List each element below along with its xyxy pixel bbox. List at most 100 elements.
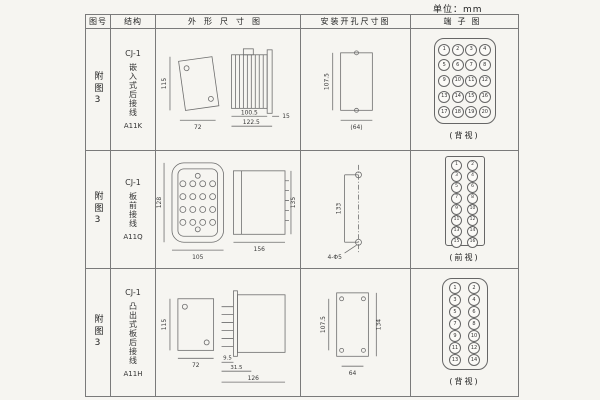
terminal-circle: 1 bbox=[451, 160, 462, 171]
model-label: CJ-1 bbox=[125, 178, 141, 187]
side-view bbox=[221, 290, 286, 357]
terminal-circle: 3 bbox=[449, 294, 461, 306]
side-view bbox=[231, 48, 273, 114]
outline-drawing-cell: 115 72 9.5 31.5 126 bbox=[156, 269, 301, 397]
terminal-circle: 11 bbox=[465, 74, 478, 87]
header-terminal-diagram: 端子图 bbox=[411, 15, 519, 29]
outline-drawing: 115 72 100.5 122.5 15 bbox=[161, 48, 290, 131]
terminal-circle: 15 bbox=[465, 90, 478, 103]
terminal-circle: 12 bbox=[467, 215, 478, 226]
terminal-view-label: (背视) bbox=[449, 131, 480, 140]
terminal-circle: 14 bbox=[468, 354, 480, 366]
install-drawing: 133 4-Φ5 bbox=[328, 164, 362, 261]
dim-height: 115 bbox=[161, 319, 168, 331]
terminal-circle: 3 bbox=[451, 171, 462, 182]
terminal-diagram: 1 2 3 4 5 6 7 8 9 10 11 12 13 14 15 16 bbox=[444, 156, 485, 248]
terminal-circle: 8 bbox=[467, 193, 478, 204]
dim-rear: 31.5 bbox=[230, 365, 242, 371]
terminal-view-label: (前视) bbox=[449, 253, 480, 262]
outline-drawing-cell: 128 105 156 135 bbox=[156, 151, 301, 269]
unit-label: 单位：mm bbox=[433, 5, 483, 15]
terminal-circle: 16 bbox=[467, 237, 478, 248]
dim-height: 115 bbox=[161, 78, 168, 90]
install-drawing-cell: 107.5 (64) bbox=[301, 29, 411, 151]
dim-flange: 15 bbox=[282, 113, 290, 120]
terminal-circle: 1 bbox=[438, 43, 451, 56]
terminal-circle: 2 bbox=[451, 43, 464, 56]
terminal-circle: 11 bbox=[449, 342, 461, 354]
dim-depth: 156 bbox=[254, 246, 266, 253]
front-view bbox=[178, 56, 220, 111]
figure-number-cell: 附图3 bbox=[86, 29, 111, 151]
terminal-circle: 5 bbox=[451, 182, 462, 193]
model-code-label: A11K bbox=[123, 122, 143, 130]
terminal-circle: 13 bbox=[449, 354, 461, 366]
terminal-circle: 10 bbox=[468, 330, 480, 342]
dimension-table: 图号 结构 外形尺寸图 安装开孔尺寸图 端子图 附图3 CJ-1 嵌入式后接线 … bbox=[85, 14, 519, 397]
terminal-circle: 14 bbox=[451, 90, 464, 103]
dim-cutout-width: (64) bbox=[350, 124, 362, 131]
dim-case-height: 135 bbox=[290, 197, 297, 209]
figure-number-cell: 附图3 bbox=[86, 269, 111, 397]
terminal-view-label: (背视) bbox=[449, 377, 480, 386]
terminal-cell: 1 2 3 4 5 6 7 8 9 10 11 12 13 14 (背视) bbox=[411, 269, 519, 397]
terminal-diagram: 1 2 3 4 5 6 7 8 9 10 11 12 13 14 bbox=[441, 278, 488, 370]
terminal-circle: 19 bbox=[465, 106, 478, 119]
terminal-circle: 9 bbox=[451, 204, 462, 215]
figure-number: 附图3 bbox=[92, 191, 103, 228]
front-view bbox=[177, 298, 215, 351]
terminal-circle: 17 bbox=[438, 106, 451, 119]
dim-hole-callout: 4-Φ5 bbox=[328, 254, 343, 261]
outline-drawing-cell: 115 72 100.5 122.5 15 bbox=[156, 29, 301, 151]
mount-type-label: 板前接线 bbox=[128, 192, 138, 228]
outline-drawing: 128 105 156 135 bbox=[156, 162, 297, 261]
terminal-circle: 18 bbox=[451, 106, 464, 119]
header-outline-dims: 外形尺寸图 bbox=[156, 15, 301, 29]
header-figure-no: 图号 bbox=[86, 15, 111, 29]
terminal-circle: 12 bbox=[478, 74, 491, 87]
terminal-circle: 6 bbox=[468, 306, 480, 318]
terminal-circle: 13 bbox=[438, 90, 451, 103]
figure-number: 附图3 bbox=[92, 71, 103, 108]
dim-width: 72 bbox=[192, 362, 200, 369]
install-drawing: 107.5 (64) bbox=[324, 50, 373, 131]
figure-number: 附图3 bbox=[92, 314, 103, 351]
dim-hole-spacing: 133 bbox=[336, 203, 343, 215]
terminal-circle: 8 bbox=[478, 59, 491, 72]
terminal-cell: 1 2 3 4 5 6 7 8 9 10 11 12 13 14 15 16 (… bbox=[411, 151, 519, 269]
terminal-circle: 9 bbox=[438, 74, 451, 87]
install-drawing-cell: 133 4-Φ5 bbox=[301, 151, 411, 269]
mount-type-label: 嵌入式后接线 bbox=[128, 63, 138, 117]
side-view bbox=[233, 170, 289, 235]
terminal-circle: 20 bbox=[478, 106, 491, 119]
terminal-circle: 4 bbox=[468, 294, 480, 306]
dim-pin: 9.5 bbox=[223, 355, 232, 361]
dim-width: 72 bbox=[194, 124, 202, 131]
terminal-circle: 1 bbox=[449, 282, 461, 294]
terminal-circle: 10 bbox=[467, 204, 478, 215]
structure-cell: CJ-1 凸出式板后接线 A11H bbox=[111, 269, 156, 397]
terminal-circle: 7 bbox=[465, 59, 478, 72]
model-label: CJ-1 bbox=[125, 287, 141, 297]
terminal-circle: 11 bbox=[451, 215, 462, 226]
dim-total-depth: 126 bbox=[248, 375, 260, 382]
terminal-circle: 6 bbox=[467, 182, 478, 193]
structure-cell: CJ-1 板前接线 A11Q bbox=[111, 151, 156, 269]
terminal-circle: 15 bbox=[451, 237, 462, 248]
terminal-circle: 2 bbox=[468, 282, 480, 294]
dim-cutout-height: 107.5 bbox=[324, 73, 331, 90]
dim-width: 105 bbox=[192, 254, 204, 261]
dim-total-depth: 122.5 bbox=[243, 119, 260, 126]
terminal-diagram: 1 2 3 4 5 6 7 8 9 10 11 12 13 14 15 16 1… bbox=[433, 38, 496, 124]
terminal-circle: 3 bbox=[465, 43, 478, 56]
figure-number-cell: 附图3 bbox=[86, 151, 111, 269]
terminal-circle: 14 bbox=[467, 226, 478, 237]
terminal-circle: 10 bbox=[451, 74, 464, 87]
terminal-circle: 8 bbox=[468, 318, 480, 330]
terminal-circle: 7 bbox=[451, 193, 462, 204]
outline-drawing: 115 72 9.5 31.5 126 bbox=[161, 290, 286, 383]
terminal-circle: 2 bbox=[467, 160, 478, 171]
terminal-cell: 1 2 3 4 5 6 7 8 9 10 11 12 13 14 15 16 1… bbox=[411, 29, 519, 151]
terminal-circle: 5 bbox=[449, 306, 461, 318]
